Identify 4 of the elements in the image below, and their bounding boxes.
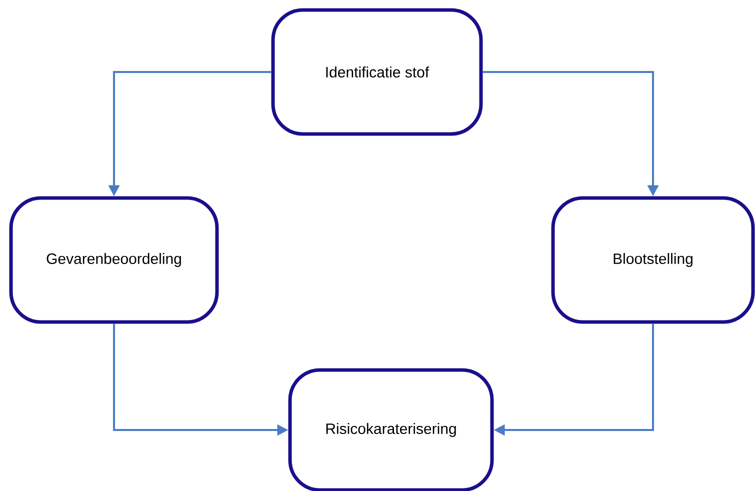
process-box: Identificatie stof [271, 8, 483, 136]
process-box: Gevarenbeoordeling [9, 196, 219, 324]
process-box: Blootstelling [551, 196, 755, 324]
process-box: Risicokaraterisering [288, 368, 494, 491]
